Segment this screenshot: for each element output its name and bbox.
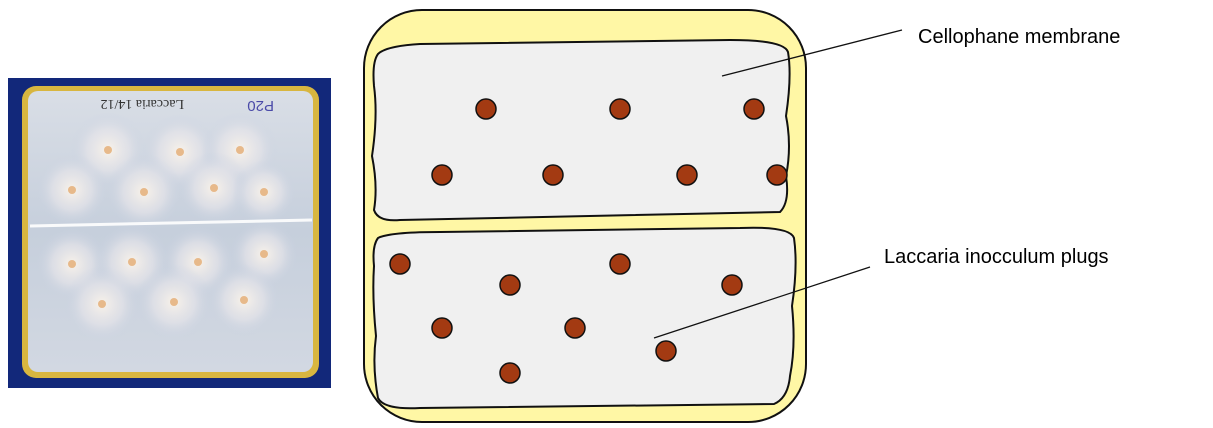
photo-plate-id: P20 (247, 97, 274, 114)
inoculum-plug (610, 99, 630, 119)
inoculum-plug (543, 165, 563, 185)
label-inoculum-plugs: Laccaria inocculum plugs (884, 246, 1109, 269)
inoculum-plug (500, 275, 520, 295)
inoculum-plug (432, 165, 452, 185)
inoculum-plug (610, 254, 630, 274)
photo-handwriting: Laccaria 14/12 (100, 96, 184, 111)
inoculum-plug (390, 254, 410, 274)
inoculum-plug (565, 318, 585, 338)
inoculum-plug (767, 165, 787, 185)
inoculum-plug (432, 318, 452, 338)
inoculum-plug (656, 341, 676, 361)
label-cellophane-membrane: Cellophane membrane (918, 26, 1120, 49)
inoculum-plug (744, 99, 764, 119)
inoculum-plug (677, 165, 697, 185)
membrane-top-half (372, 40, 790, 220)
petri-dish-diagram (360, 6, 810, 426)
petri-dish-photo: Laccaria 14/12 P20 (8, 78, 331, 388)
inoculum-plug (476, 99, 496, 119)
inoculum-plug (722, 275, 742, 295)
membrane-bottom-half (373, 228, 795, 409)
inoculum-plug (500, 363, 520, 383)
